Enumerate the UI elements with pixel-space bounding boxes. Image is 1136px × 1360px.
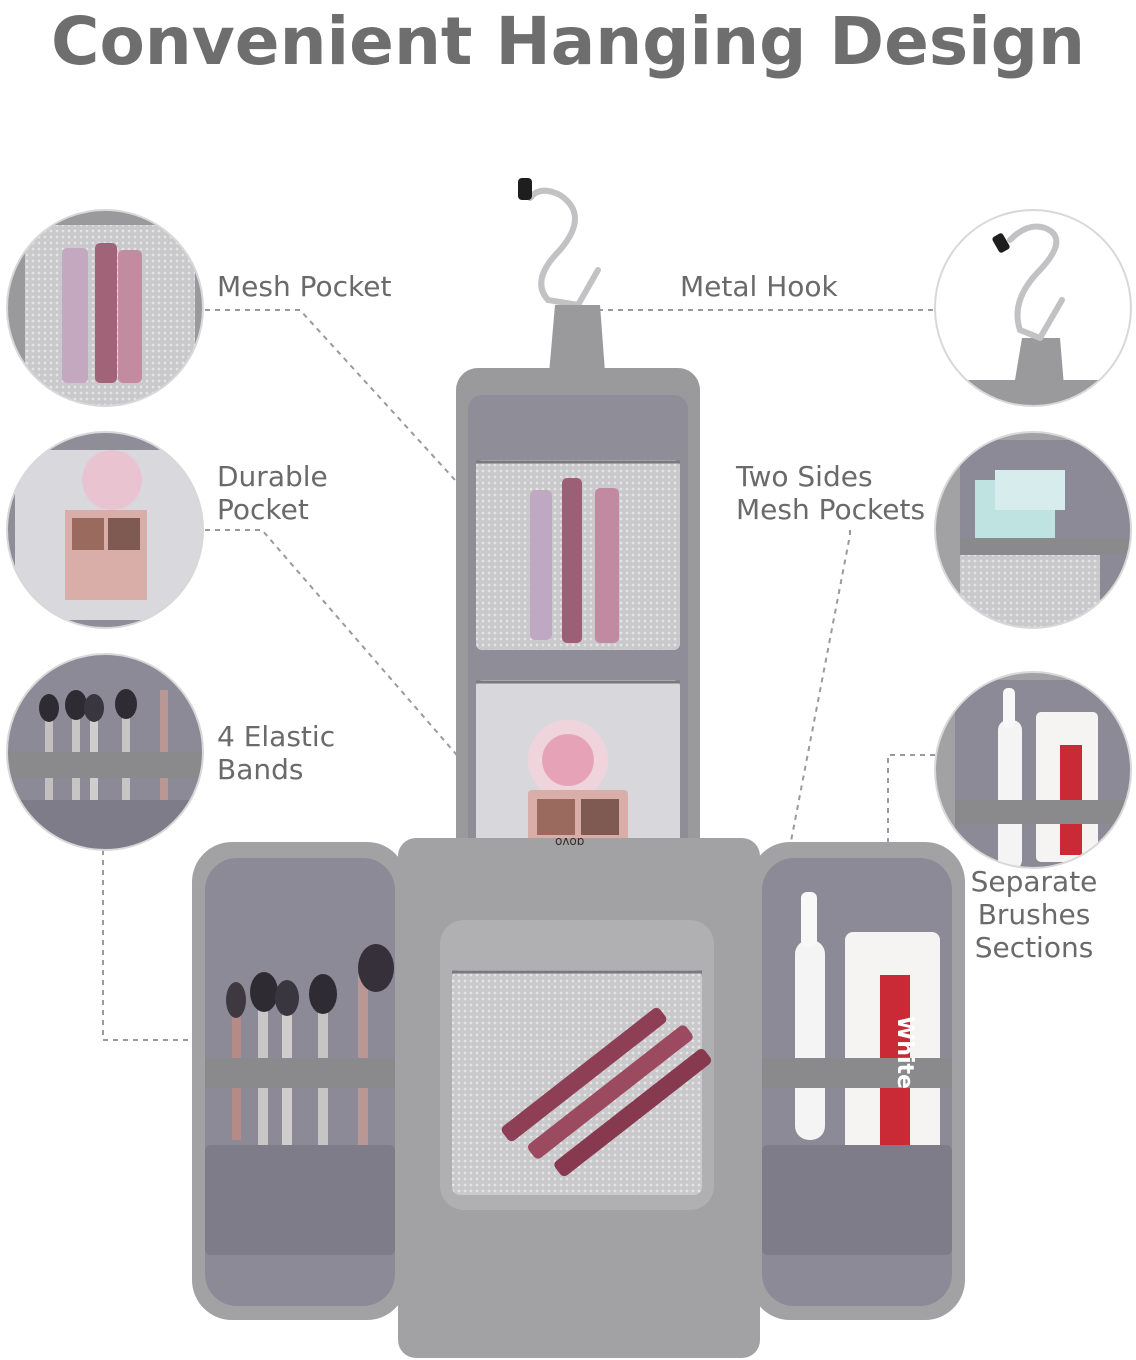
label-mesh-pocket: Mesh Pocket: [217, 270, 392, 303]
label-metal-hook: Metal Hook: [680, 270, 838, 303]
leader-mesh-pocket: [205, 309, 518, 549]
toothpaste-brand-text: White: [891, 1016, 917, 1089]
detail-two-sides-mesh: [934, 431, 1132, 629]
hanging-toiletry-bag: [192, 178, 965, 1358]
detail-metal-hook: [934, 209, 1132, 407]
detail-durable-pocket: [6, 431, 204, 629]
detail-elastic-bands: [6, 653, 204, 851]
label-two-sides-mesh-pockets: Two Sides Mesh Pockets: [736, 460, 926, 526]
leader-elastic-bands: [102, 840, 205, 1041]
detail-mesh-pocket: [6, 209, 204, 407]
label-elastic-bands: 4 Elastic Bands: [217, 720, 336, 786]
metal-hook-icon: [527, 187, 581, 308]
palette-brand-text: ɑovo: [555, 835, 585, 849]
detail-brush-sections: [934, 671, 1132, 869]
page-title: Convenient Hanging Design: [51, 3, 1085, 80]
label-durable-pocket: Durable Pocket: [217, 460, 328, 526]
leader-two-sides-mesh: [744, 530, 851, 1081]
label-brush-sections: Separate Brushes Sections: [970, 865, 1098, 964]
